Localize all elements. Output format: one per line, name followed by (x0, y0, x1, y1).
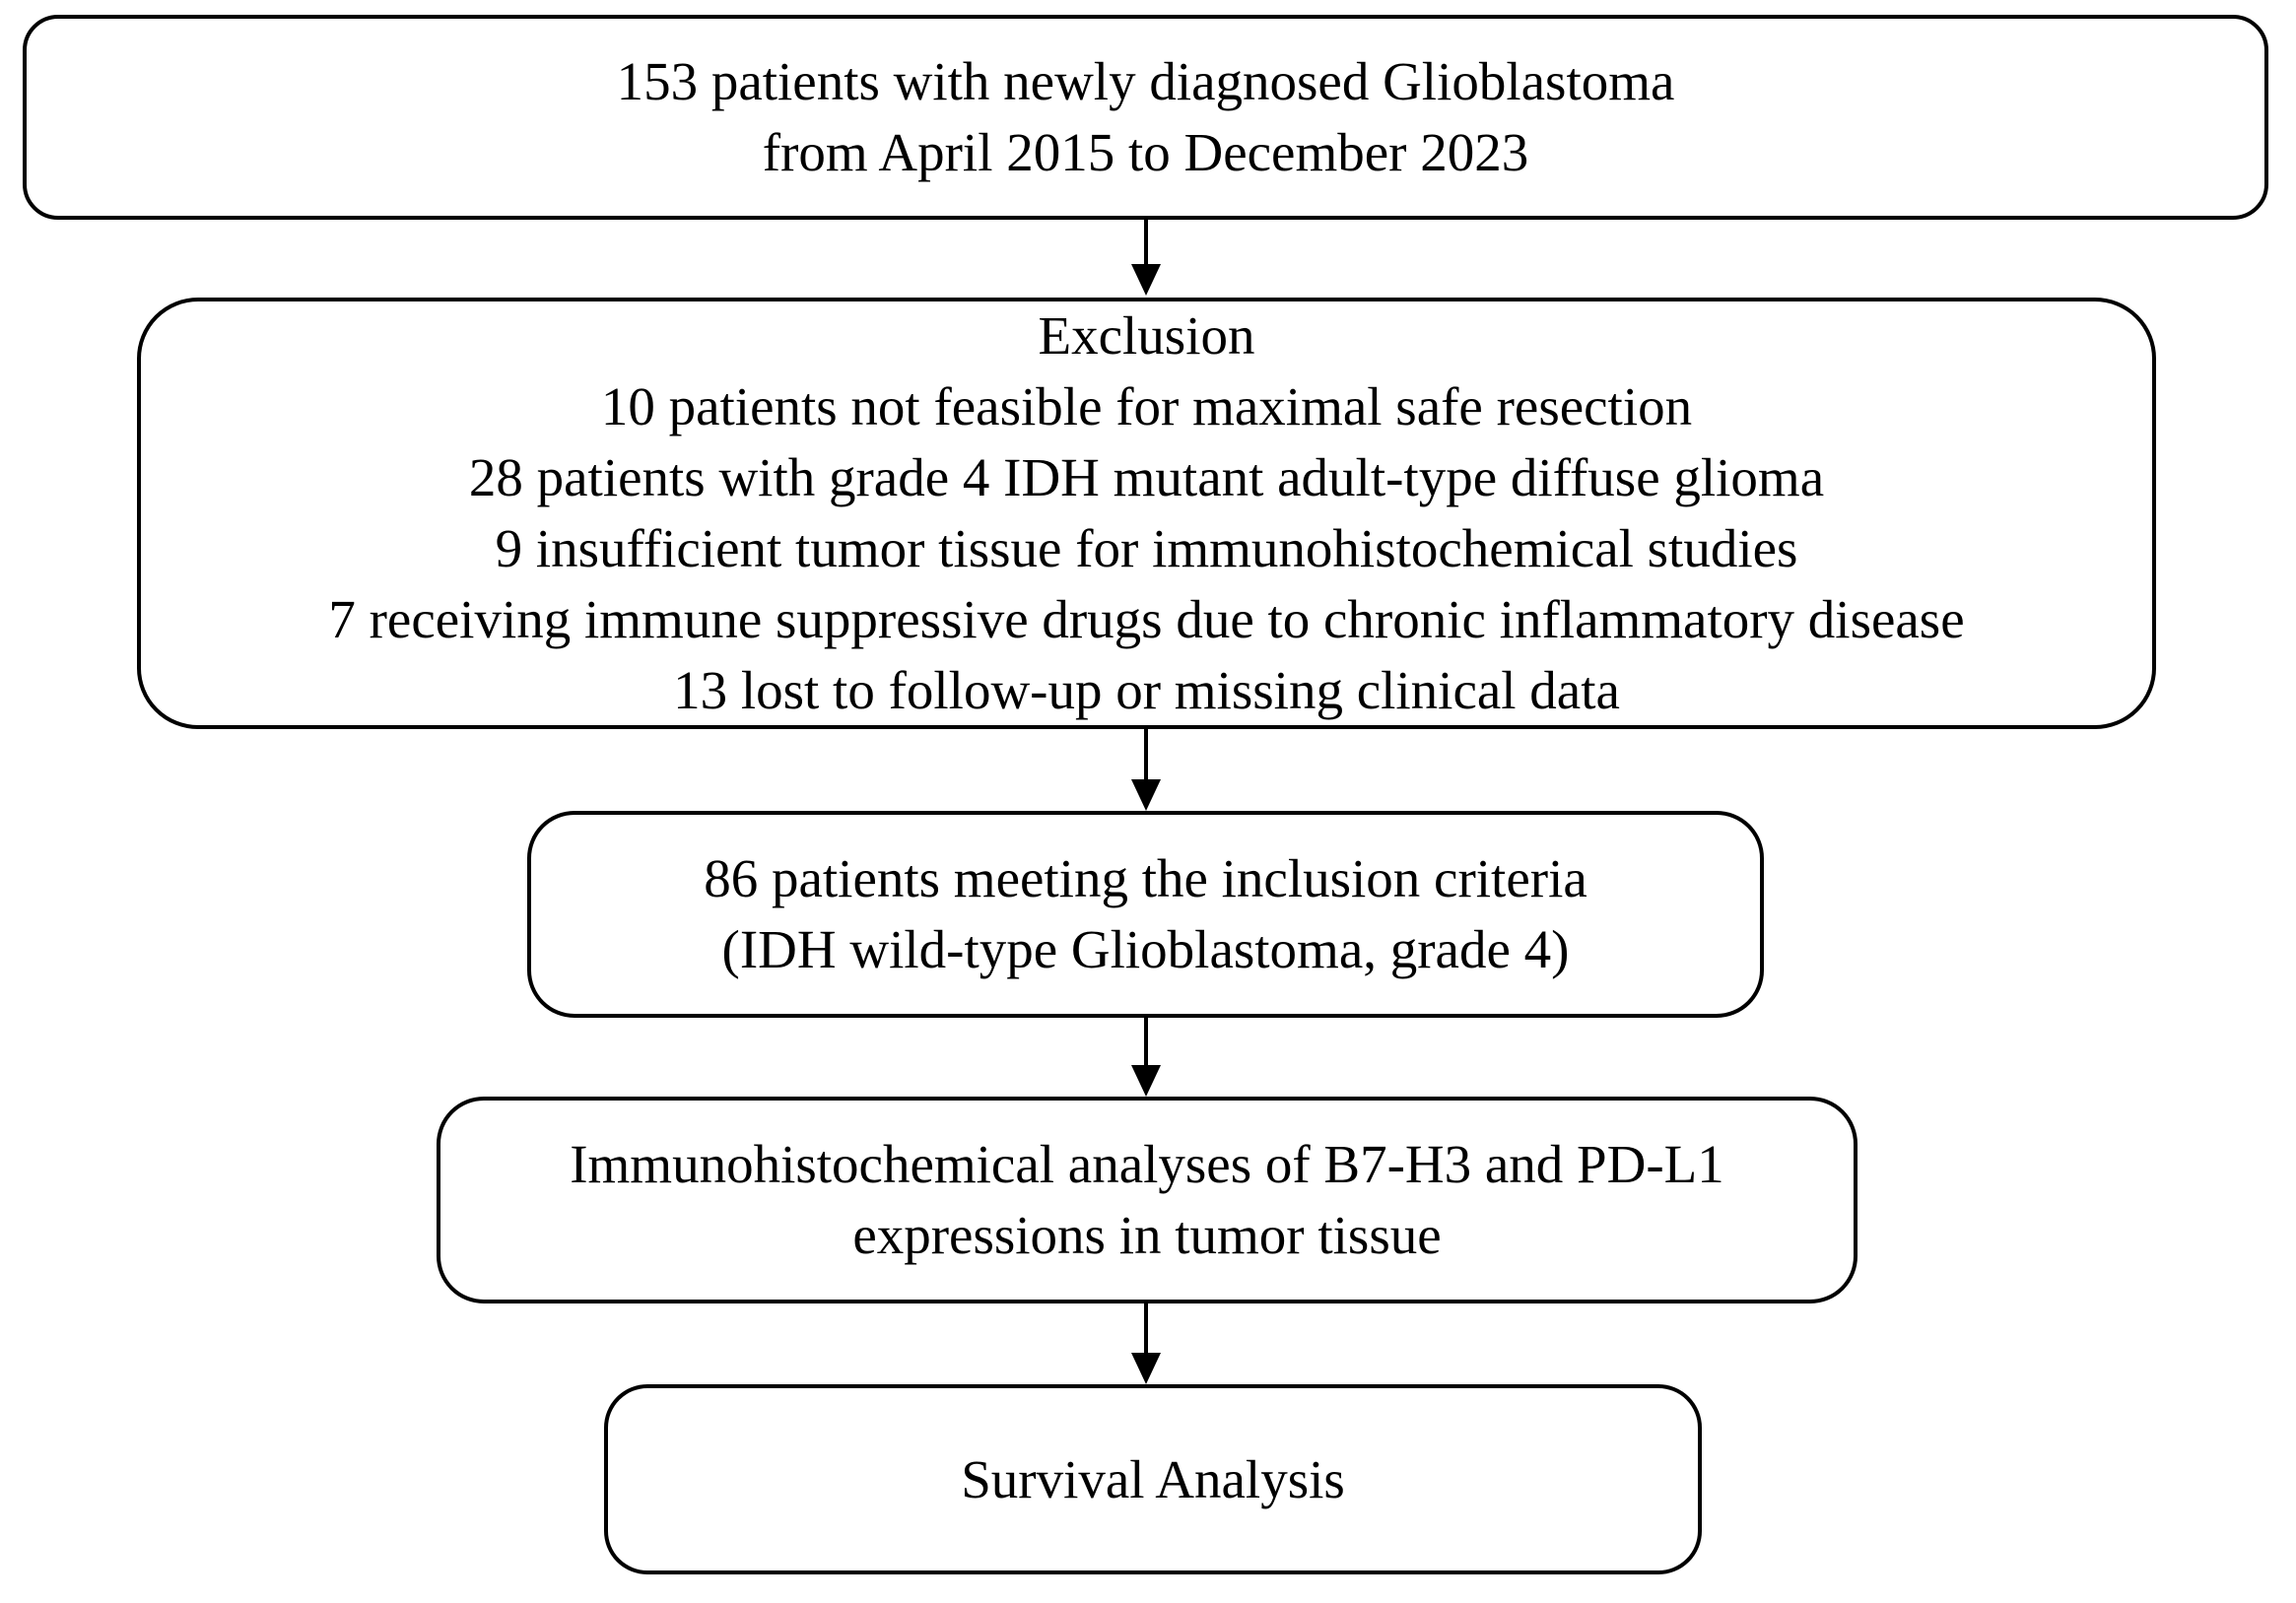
arrow-line (1144, 729, 1148, 780)
box-text-line: 153 patients with newly diagnosed Gliobl… (616, 51, 1675, 111)
arrow-line (1144, 1018, 1148, 1066)
arrow-head-icon (1131, 779, 1161, 811)
box-text-line: 9 insufficient tumor tissue for immunohi… (495, 518, 1798, 578)
flow-box-survival-analysis: Survival Analysis (604, 1384, 1702, 1574)
flow-box-exclusion: Exclusion 10 patients not feasible for m… (137, 298, 2156, 729)
box-text-line: Exclusion (1038, 305, 1255, 366)
box-text-line: 7 receiving immune suppressive drugs due… (328, 589, 1965, 649)
box-text-line: 13 lost to follow-up or missing clinical… (673, 660, 1620, 720)
arrow-head-icon (1131, 1065, 1161, 1097)
box-text-line: 10 patients not feasible for maximal saf… (600, 376, 1693, 436)
flow-box-enrollment: 153 patients with newly diagnosed Gliobl… (23, 15, 2268, 220)
box-text-line: 86 patients meeting the inclusion criter… (704, 848, 1587, 908)
box-text-line: Survival Analysis (961, 1448, 1345, 1509)
arrow-head-icon (1131, 264, 1161, 296)
flow-arrow-down (1131, 1303, 1161, 1384)
flow-arrow-down (1131, 729, 1161, 811)
box-text-line: 28 patients with grade 4 IDH mutant adul… (468, 447, 1825, 507)
flow-arrow-down (1131, 1018, 1161, 1097)
flow-box-ihc-analysis: Immunohistochemical analyses of B7-H3 an… (437, 1097, 1857, 1303)
flow-box-inclusion: 86 patients meeting the inclusion criter… (527, 811, 1764, 1018)
arrow-head-icon (1131, 1353, 1161, 1384)
box-text-line: (IDH wild-type Glioblastoma, grade 4) (721, 919, 1570, 979)
arrow-line (1144, 1303, 1148, 1354)
box-text-line: expressions in tumor tissue (852, 1205, 1442, 1265)
box-text-line: Immunohistochemical analyses of B7-H3 an… (570, 1134, 1724, 1194)
arrow-line (1144, 220, 1148, 265)
flow-arrow-down (1131, 220, 1161, 296)
box-text-line: from April 2015 to December 2023 (762, 122, 1529, 182)
